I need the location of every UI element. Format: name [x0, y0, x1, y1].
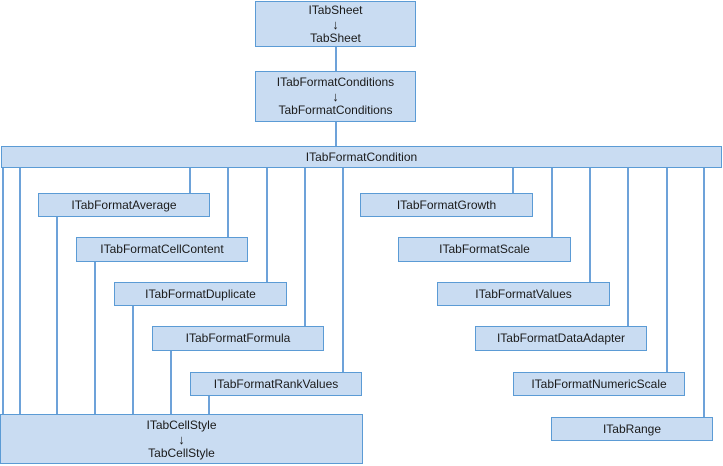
node-label: TabCellStyle — [148, 445, 215, 460]
node-label: ITabRange — [602, 421, 662, 436]
node-label: ITabSheet — [308, 2, 363, 17]
connector-line — [56, 217, 58, 414]
diagram-node-itabcellstyle: ITabCellStyle↓TabCellStyle — [0, 414, 363, 464]
node-label: ITabFormatCellContent — [100, 242, 224, 256]
connector-line — [666, 168, 668, 372]
diagram-node-itabrange: ITabRange — [551, 417, 713, 441]
connector-line — [551, 168, 553, 237]
connector-line — [266, 168, 268, 282]
connector-line — [132, 306, 134, 414]
diagram-node-itabformatcellcontent: ITabFormatCellContent — [76, 237, 248, 262]
down-arrow-icon: ↓ — [178, 431, 185, 447]
connector-line — [208, 396, 210, 414]
connector-line — [627, 168, 629, 326]
connector-line — [335, 122, 337, 146]
diagram-node-itabsheet: ITabSheet↓TabSheet — [255, 1, 416, 47]
diagram-node-itabformatconditions: ITabFormatConditions↓TabFormatConditions — [255, 71, 416, 122]
diagram-node-itabformataverage: ITabFormatAverage — [38, 193, 210, 217]
node-label: ITabFormatAverage — [71, 197, 177, 212]
connector-line — [703, 168, 705, 417]
node-label: ITabFormatCondition — [305, 149, 418, 164]
connector-line — [342, 168, 344, 372]
node-label: ITabFormatValues — [475, 286, 572, 301]
down-arrow-icon: ↓ — [332, 89, 339, 104]
node-label: TabFormatConditions — [278, 103, 393, 117]
down-arrow-icon: ↓ — [332, 16, 339, 32]
connector-line — [304, 168, 306, 326]
connector-line — [170, 351, 172, 414]
connector-line — [94, 262, 96, 414]
node-label: ITabFormatDataAdapter — [496, 331, 626, 345]
diagram-node-itabformatdataadapter: ITabFormatDataAdapter — [475, 326, 647, 351]
node-label: ITabFormatGrowth — [396, 197, 497, 212]
node-label: ITabFormatFormula — [185, 331, 291, 345]
node-label: ITabFormatScale — [439, 242, 530, 256]
node-label: ITabFormatConditions — [276, 75, 395, 89]
node-label: ITabFormatNumericScale — [531, 376, 667, 391]
connector-line — [19, 168, 21, 414]
node-label: ITabFormatDuplicate — [145, 286, 256, 301]
diagram-node-itabformatscale: ITabFormatScale — [398, 237, 571, 262]
connector-line — [335, 47, 337, 71]
diagram-node-itabformatformula: ITabFormatFormula — [152, 326, 324, 351]
diagram-node-itabformatvalues: ITabFormatValues — [437, 282, 610, 306]
diagram-node-itabformatduplicate: ITabFormatDuplicate — [114, 282, 287, 306]
connector-line — [589, 168, 591, 282]
diagram-node-itabformatrankvalues: ITabFormatRankValues — [190, 372, 362, 396]
diagram-node-itabformatcondition: ITabFormatCondition — [1, 146, 722, 168]
node-label: ITabCellStyle — [146, 417, 217, 432]
node-label: ITabFormatRankValues — [213, 376, 339, 391]
connector-line — [2, 168, 4, 414]
node-label: TabSheet — [310, 30, 361, 45]
diagram-node-itabformatnumericscale: ITabFormatNumericScale — [513, 372, 685, 396]
diagram-node-itabformatgrowth: ITabFormatGrowth — [360, 193, 533, 217]
connector-line — [512, 168, 514, 193]
connector-line — [227, 168, 229, 237]
connector-line — [189, 168, 191, 193]
